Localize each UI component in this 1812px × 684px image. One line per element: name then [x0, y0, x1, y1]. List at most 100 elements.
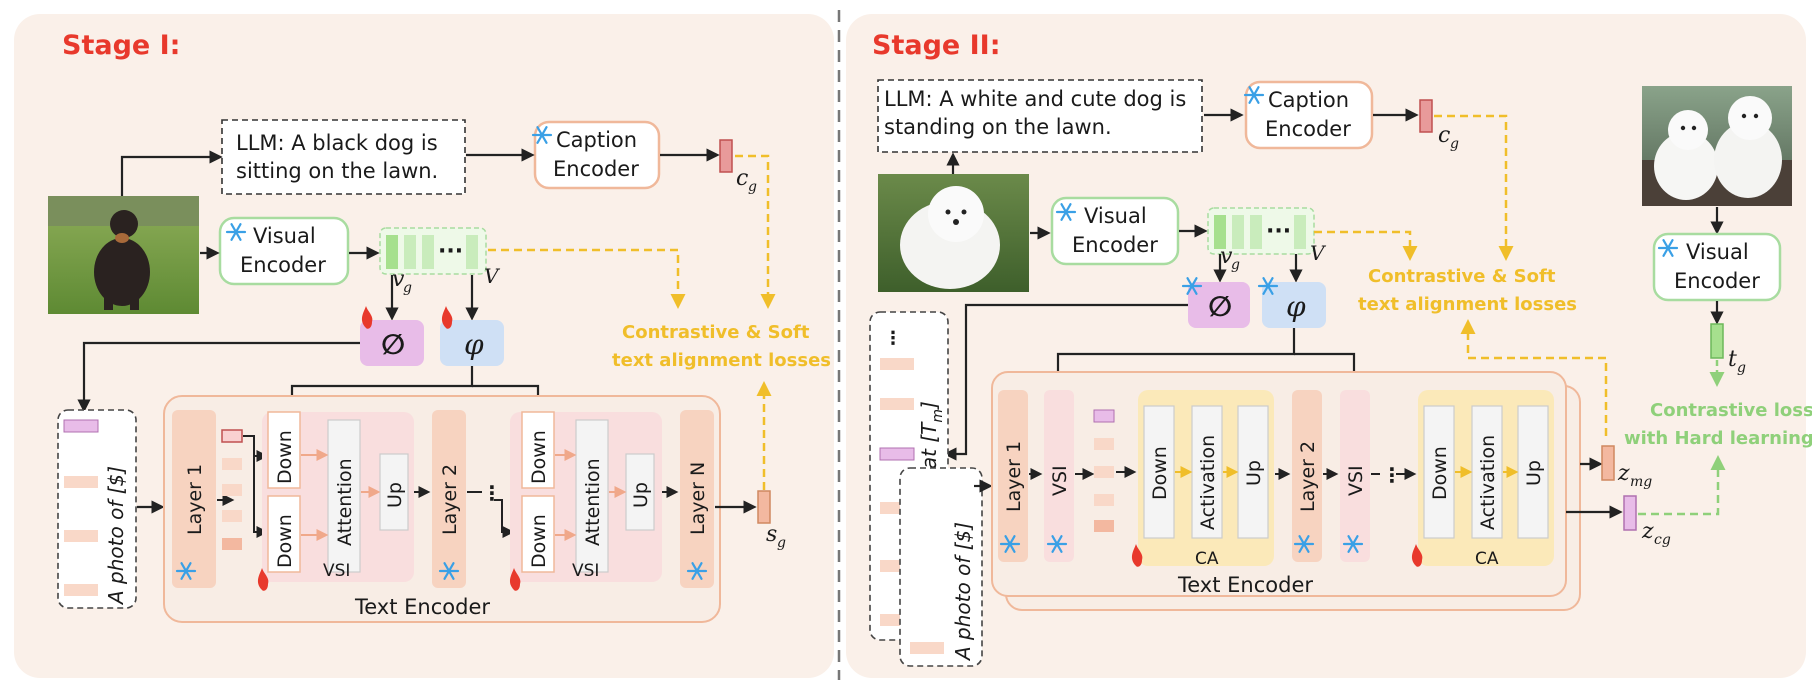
stage1-vsi1-up-label: Up — [384, 482, 406, 508]
stage1-layer1-label: Layer 1 — [184, 464, 206, 535]
stage2-caption-encoder-line2: Encoder — [1265, 117, 1351, 141]
stage1-vsi1-down1-label: Down — [274, 430, 296, 484]
snowflake-icon — [225, 223, 247, 241]
snowflake-icon — [1046, 535, 1068, 553]
stage1-vsi2-down1-label: Down — [528, 430, 550, 484]
stage2-zmg-label: z — [1617, 461, 1630, 486]
stage2-ca1-label: CA — [1195, 549, 1219, 569]
stage1-mid-token-red — [221, 429, 243, 443]
stage1-sg-sub: g — [777, 535, 786, 551]
stage1-loss-line1: Contrastive & Soft — [622, 322, 810, 343]
stage1-caption-encoder-line1: Caption — [556, 128, 637, 152]
snowflake-icon — [175, 562, 197, 580]
stage2-phi-empty: ∅ — [1208, 290, 1232, 323]
stage1-mid-token — [222, 510, 242, 522]
stage1-mid-token — [222, 538, 242, 550]
stage2-loss-line1: Contrastive & Soft — [1368, 266, 1556, 287]
stage1-cg-label: c — [736, 166, 748, 191]
stage2-arrow-phi-prompt — [943, 303, 1188, 461]
stage2-cg-sub: g — [1450, 136, 1459, 152]
stage2-phi-box — [1262, 282, 1326, 328]
stage1-V-label: V — [484, 264, 501, 288]
stage1-arrow-img-llm — [120, 150, 223, 196]
stage2-zcg-sub: cg — [1654, 532, 1671, 548]
stage1-sg-label: s — [766, 522, 777, 547]
stage2-zcg-bar — [1623, 495, 1637, 531]
stage2-layer1-label: Layer 1 — [1003, 441, 1025, 512]
stage1-token — [422, 235, 434, 269]
stage2-mid-token — [1094, 438, 1114, 450]
stage1-mid-token — [222, 484, 242, 496]
stage1-vsi1-attention-label: Attention — [334, 458, 356, 546]
stage2-caption-encoder — [1244, 80, 1374, 150]
stage2-vg-label: v — [1220, 244, 1233, 269]
stage1-loss-line2: text alignment losses — [612, 350, 831, 371]
stage2-ca2-up-label: Up — [1523, 460, 1545, 486]
snowflake-icon — [1055, 203, 1077, 221]
flame-icon — [441, 306, 453, 329]
stage1-visual-encoder-line1: Visual — [253, 224, 316, 248]
stage1-prompt-text: A photo of [$] — [104, 466, 128, 606]
stage1-visual-encoder — [218, 216, 350, 286]
stage1-prompt-box — [57, 409, 137, 609]
stage1-vg-label: v — [392, 267, 405, 292]
stage2-caption-encoder-line1: Caption — [1268, 88, 1349, 112]
stage2-token — [1294, 215, 1306, 249]
stage1-vsi1-down1 — [267, 411, 301, 489]
stage2-vg-sub: g — [1231, 257, 1240, 273]
stage1-prompt-token — [64, 584, 98, 596]
stage2-token — [1250, 215, 1262, 249]
stage1-layerN-label: Layer N — [687, 462, 709, 535]
stage2-vsi1-label: VSI — [1049, 465, 1071, 496]
stage1-llm-line1: LLM: A black dog is — [236, 131, 438, 155]
stage2-zmg-bar — [1601, 445, 1615, 481]
stage2-ca1-down-label: Down — [1149, 446, 1171, 500]
stage1-vsi1-attention — [327, 419, 361, 573]
stage2-cg-label: c — [1438, 123, 1450, 148]
snowflake-icon — [1243, 86, 1265, 104]
stage1-vsi1-up — [379, 453, 409, 531]
stage1-llm-line2: sitting on the lawn. — [236, 159, 438, 183]
snowflake-icon — [1657, 239, 1679, 257]
stage2-token — [1232, 215, 1244, 249]
stage2-zmg-sub: mg — [1630, 474, 1652, 490]
stage2-tg-label: t — [1728, 347, 1737, 372]
stage2-prompt-token — [910, 642, 944, 654]
white-dog-image — [878, 174, 1029, 292]
stage2-token-vg — [1214, 215, 1226, 249]
stage1-vsi2-attention-label: Attention — [582, 458, 604, 546]
stage2-right-visual-line2: Encoder — [1674, 269, 1760, 293]
stage2-visual-encoder-line1: Visual — [1084, 204, 1147, 228]
stage2-tg-sub: g — [1737, 360, 1746, 376]
stage1-loss-arrow-cg — [735, 154, 776, 309]
snowflake-icon — [438, 562, 460, 580]
stage1-caption-encoder — [533, 120, 661, 190]
stage2-loss-line2: text alignment losses — [1358, 294, 1577, 315]
stage1-title: Stage I: — [62, 30, 180, 61]
stage1-cg-sub: g — [748, 179, 757, 195]
snowflake-icon — [1181, 277, 1203, 295]
stage1-cg-bar — [719, 139, 733, 173]
stage1-vsi1-label: VSI — [323, 561, 350, 581]
stage2-prompt-short-text: A photo of [$] — [951, 522, 975, 662]
stage2-ca2-up — [1517, 405, 1549, 539]
stage1-vsi2-label: VSI — [572, 561, 599, 581]
stage1-prompt-token — [64, 476, 98, 488]
stage2-text-encoder-label: Text Encoder — [1177, 573, 1313, 597]
stage1-vsi2-attention — [575, 419, 609, 573]
snowflake-icon — [1293, 535, 1315, 553]
stage2-ca1-up-label: Up — [1243, 460, 1265, 486]
stage2-llm-box — [877, 79, 1203, 153]
stage1-llm-box — [221, 119, 466, 195]
stage1-text-encoder-label: Text Encoder — [354, 595, 490, 619]
stage1-layer1 — [172, 410, 216, 588]
stage2-layer1 — [998, 390, 1028, 562]
stage2-loss-arrow-zmg — [1460, 319, 1608, 436]
snowflake-icon — [999, 535, 1021, 553]
stage1-vsi2-up-label: Up — [630, 482, 652, 508]
stage1-vsi2-down1 — [521, 411, 555, 489]
stage1-visual-encoder-line2: Encoder — [240, 253, 326, 277]
snowflake-icon — [1342, 535, 1364, 553]
stage2-prompt-ellipsis: ⋮ — [884, 328, 902, 349]
